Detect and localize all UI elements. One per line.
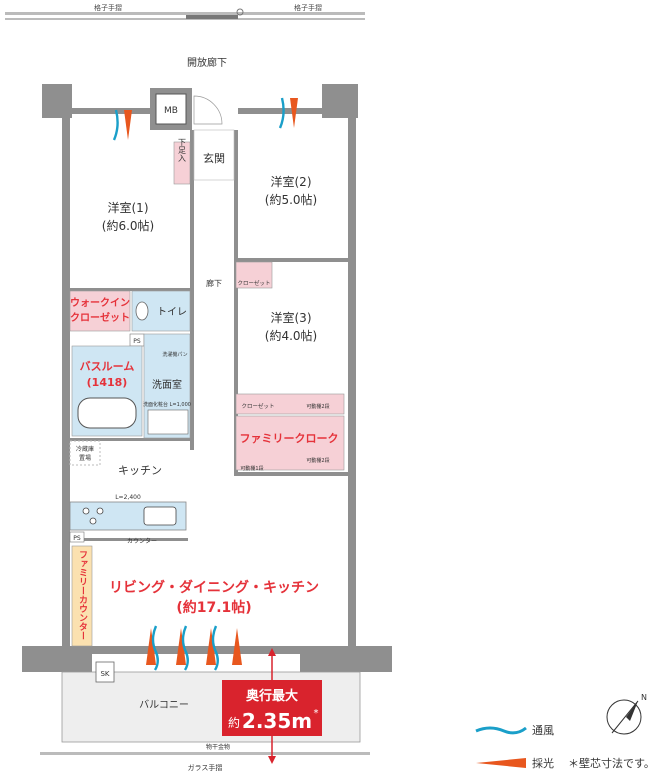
getabako (173, 141, 191, 185)
depth-value: 2.35m (242, 709, 312, 733)
toilet-fixture (135, 301, 149, 321)
stove-burner-1 (82, 507, 90, 515)
ps-box-2 (69, 531, 85, 543)
sk-box (95, 661, 115, 683)
washstand (147, 409, 189, 435)
bathtub (77, 397, 137, 429)
family-counter-label: ファミリーカウンター (77, 550, 88, 640)
room3-name: 洋室(3) (271, 310, 312, 325)
outer-walls (22, 84, 392, 672)
railing-label-left: 格子手摺 (94, 3, 122, 12)
genkan-label: 玄関 (203, 151, 225, 165)
ps-label-1: PS (133, 338, 141, 345)
room1-size: (約6.0帖) (102, 218, 154, 233)
kitchen-sink (143, 506, 177, 526)
entrance-door-swing (193, 95, 223, 125)
ps-label-2: PS (73, 535, 81, 542)
top-railing (5, 8, 365, 20)
legend-daylight: 採光 (532, 756, 554, 770)
wic-label-2: クローゼット (70, 311, 130, 324)
washroom-label: 洗面室 (152, 378, 182, 391)
depth-callout-box (222, 680, 322, 736)
legend-ventilation: 通風 (532, 724, 554, 737)
shelf-label-1: 可動棚2段 (306, 403, 329, 410)
room3-size: (約4.0帖) (265, 328, 317, 343)
closet-room3-label: クローゼット (241, 402, 274, 410)
closet-room3 (235, 393, 345, 415)
glass-railing (40, 752, 370, 755)
fridge-space (69, 440, 101, 466)
closet-room2-label: クローゼット (237, 279, 270, 287)
depth-arrow-top (268, 648, 276, 656)
depth-mark: * (314, 708, 319, 719)
family-cloak-label: ファミリークローク (240, 432, 339, 445)
wind-legend-icon (475, 726, 527, 735)
family-cloak (235, 415, 345, 471)
washstand-label: 洗面化粧台 L=1,000 (143, 401, 191, 408)
light-legend-icon (476, 758, 526, 768)
depth-title: 奥行最大 (246, 688, 298, 704)
kitchen-length: L=2,400 (115, 494, 141, 501)
stove-burner-2 (96, 507, 104, 515)
washer-label: 洗濯機パン (162, 351, 187, 358)
counter-label: カウンター (127, 537, 157, 545)
room1-name: 洋室(1) (108, 200, 149, 215)
sk-label: SK (100, 670, 109, 678)
depth-arrow-bottom (268, 756, 276, 764)
open-corridor-label: 開放廊下 (187, 56, 227, 69)
fridge-label-2: 置場 (79, 454, 91, 462)
room2-name: 洋室(2) (271, 174, 312, 189)
getabako-label: 下足入 (178, 138, 187, 162)
shelf-label-2: 可動棚2段 (306, 457, 329, 464)
window-airflow-marks (146, 625, 242, 671)
railing-label-right: 格子手摺 (294, 3, 322, 12)
stove-burner-3 (89, 517, 97, 525)
balcony-label: バルコニー (139, 699, 189, 711)
mb-label: MB (164, 106, 178, 116)
legend-note: ＊壁芯寸法です。 (568, 756, 655, 770)
fridge-label-1: 冷蔵庫 (76, 445, 94, 453)
depth-prefix: 約 (228, 715, 240, 730)
genkan-floor (193, 129, 235, 181)
kitchen-label: キッチン (118, 464, 162, 477)
walk-in-closet (69, 290, 131, 332)
family-counter (71, 545, 93, 647)
room2-size: (約5.0帖) (265, 192, 317, 207)
bathroom-label-2: (1418) (87, 376, 128, 389)
drying-hardware-label: 物干金物 (206, 743, 230, 751)
bathroom-label-1: バスルーム (80, 360, 135, 373)
hallway-label: 廊下 (206, 278, 222, 288)
ldk-name: リビング・ダイニング・キッチン (109, 579, 319, 596)
shelf-label-3: 可動棚1段 (240, 465, 263, 472)
toilet-label: トイレ (157, 307, 187, 318)
interior-walls (70, 130, 348, 541)
glass-railing-label: ガラス手摺 (188, 763, 223, 772)
top-window-marks (112, 97, 298, 141)
compass-icon (606, 699, 642, 735)
compass-letter: N (641, 693, 647, 702)
wic-label-1: ウォークイン (70, 297, 130, 309)
ldk-size: (約17.1帖) (176, 599, 251, 616)
closet-room2 (235, 261, 273, 289)
